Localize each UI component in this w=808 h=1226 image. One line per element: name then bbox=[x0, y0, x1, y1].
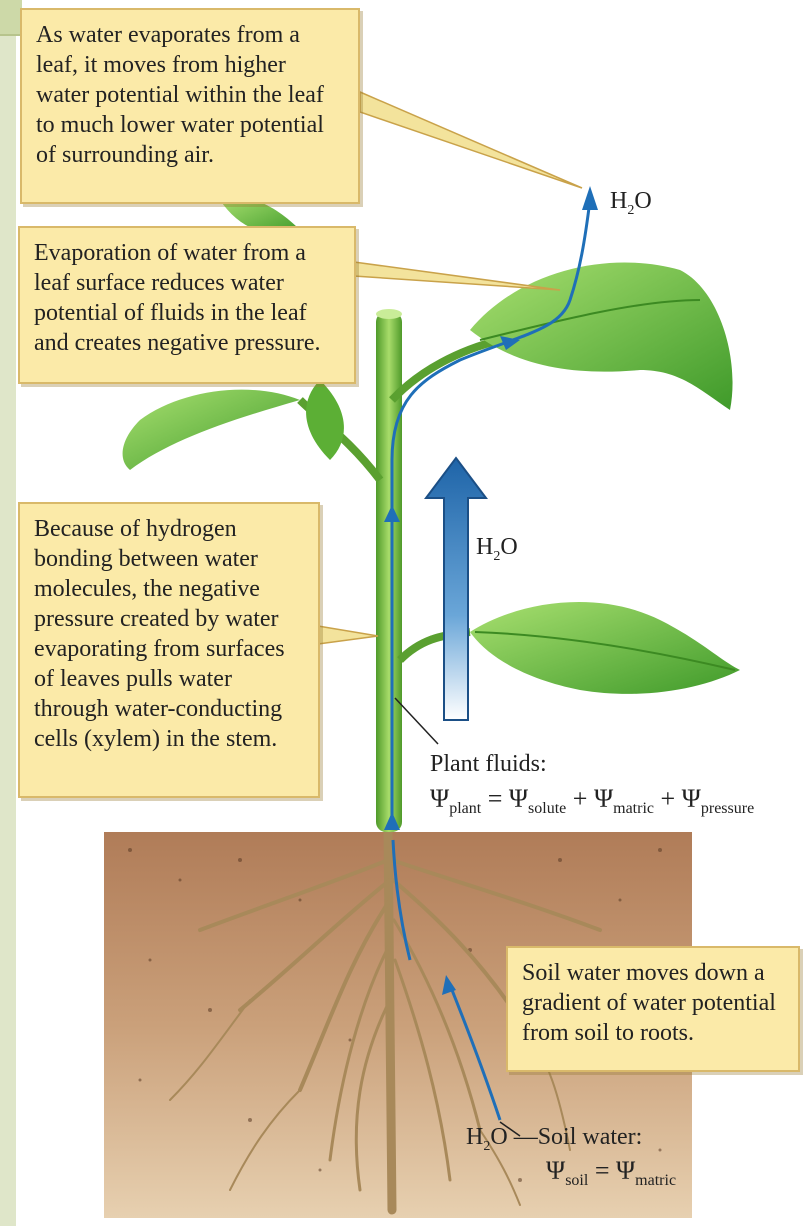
leaf-left-back bbox=[306, 380, 344, 460]
soil-water-equation: Ψsoil = Ψmatric bbox=[546, 1156, 676, 1190]
top-arrowhead bbox=[582, 186, 598, 210]
plant-fluids-title: Plant fluids: bbox=[430, 750, 547, 778]
plant-fluids-equation: Ψplant = Ψsolute + Ψmatric + Ψpressure bbox=[430, 784, 754, 818]
callout-soil-gradient: Soil water moves down a gradient of wate… bbox=[506, 946, 800, 1072]
branch-right-top bbox=[392, 340, 500, 400]
callout-hydrogen-bonding: Because of hydrogen bonding between wate… bbox=[18, 502, 320, 798]
callout-evaporation-leaf: As water evaporates from a leaf, it move… bbox=[20, 8, 360, 204]
leaf-lower-right bbox=[470, 602, 740, 694]
soil-h2o-label: H2O —Soil water: bbox=[466, 1124, 642, 1155]
h2o-top-label: H2O bbox=[610, 188, 652, 219]
h2o-middle-label: H2O bbox=[476, 534, 518, 565]
callout-negative-pressure: Evaporation of water from a leaf surface… bbox=[18, 226, 356, 384]
stem-top bbox=[376, 309, 402, 319]
big-water-arrow bbox=[426, 458, 486, 720]
leaf-left bbox=[123, 390, 300, 470]
